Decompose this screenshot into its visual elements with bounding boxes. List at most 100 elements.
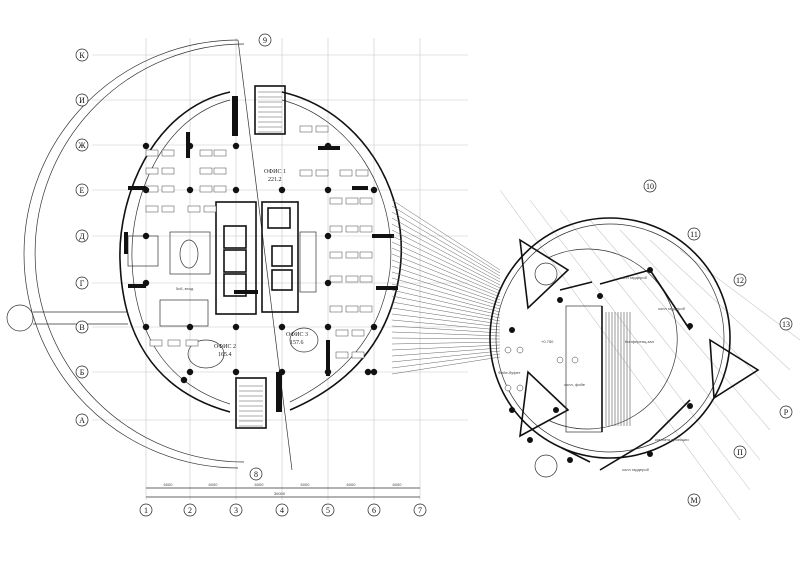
desk [315,169,329,177]
axis-bubble-col [367,503,381,517]
desk [145,205,159,213]
desk [335,351,349,359]
desk [335,329,349,337]
column-right [557,297,563,303]
axis-label-diagonal: 9 [263,36,267,45]
axis-bubble-col [413,503,427,517]
ramp-hatch-line [391,229,501,286]
meeting-table [179,239,199,269]
desk [213,185,227,193]
column [186,186,194,194]
axis-label-col: 4 [280,506,284,515]
auditorium-seating [605,312,631,426]
ramp-hatch-line [391,337,501,340]
partition [649,269,691,331]
desk [345,197,359,205]
structural-columns-right [509,267,693,463]
axis-label-row: Д [79,232,85,241]
axis-label-col: 5 [326,506,330,515]
ramp-hatch-line [391,253,501,298]
stair-tower-bottom [519,370,570,438]
column [142,232,150,240]
desk [185,339,199,347]
hall-left-label: 5с6, вход [176,286,194,291]
partition [599,439,651,471]
axis-bubble-right [687,493,701,507]
dimension-span-label: 6000 [393,482,403,487]
column [232,368,240,376]
axis-bubble-col [229,503,243,517]
grid-lines [92,38,800,521]
ramp-hatch-line [391,247,501,295]
ramp-hatch-line [391,259,501,301]
desk [359,305,373,313]
ramp-hatch-line [391,331,501,337]
ramp-hatch-line [391,199,501,271]
structural-columns [142,142,378,384]
central-core-right [261,201,299,313]
grid-diag-line [619,229,781,401]
grid-diag-line [559,209,761,461]
foyer-tables [504,346,579,392]
ramp-hatch-line [391,241,501,292]
desk [299,125,313,133]
axis-label-col: 3 [234,506,238,515]
desk [161,149,175,157]
desk [329,251,343,259]
column [186,142,194,150]
desk [203,205,217,213]
dimension-total: 36000 [274,491,286,496]
connector-circle [6,304,34,332]
wall-seg [234,290,258,294]
spiral-stair-bottom [534,454,558,478]
axis-label-right: 13 [782,320,790,329]
column [142,323,150,331]
ramp-hatch-line [391,356,501,375]
grid-diag-line [649,239,791,371]
diagonal-axis-line [237,39,293,471]
ramp-hatch-line [391,307,501,325]
conference-outer-ring [489,217,731,459]
ramp-hatch-line [391,301,501,322]
desk [339,169,353,177]
foyer-table [516,384,524,392]
elevator-2 [223,249,247,273]
stair-core-bottom [235,377,267,429]
projection-label: комната проекции [655,437,689,442]
column-right [527,437,533,443]
column-right [647,267,653,273]
axis-bubble-right [779,317,793,331]
desk [359,251,373,259]
office1-name: ОФИС 1 [264,169,286,175]
column [278,186,286,194]
axis-bubble-col [275,503,289,517]
ramp-hatch-line [391,341,501,345]
axis-label-right: 10 [646,182,654,191]
ramp-hatch-line [391,353,501,369]
column [232,186,240,194]
column [142,186,150,194]
desk [199,185,213,193]
axis-label-col: 7 [418,506,422,515]
dimension-span-label: 6000 [347,482,357,487]
wall-seg [326,340,330,376]
ramp-hatch-line [391,319,501,331]
axis-label-row: Ж [78,141,86,150]
column [278,368,286,376]
ramp-hatch-line [391,350,501,363]
partition-room [159,299,209,327]
desk [355,169,369,177]
column [186,368,194,376]
facade-left [119,91,231,413]
axis-bubble-diagonal [258,33,272,47]
elevator-6 [271,269,293,291]
desk [351,351,365,359]
stair-core-top [254,85,286,135]
column [278,323,286,331]
elevator-4 [267,207,291,229]
office2-table [187,339,225,369]
dimension-span-label: 6000 [255,482,265,487]
outer-shell-arc [23,39,239,469]
desk [149,339,163,347]
